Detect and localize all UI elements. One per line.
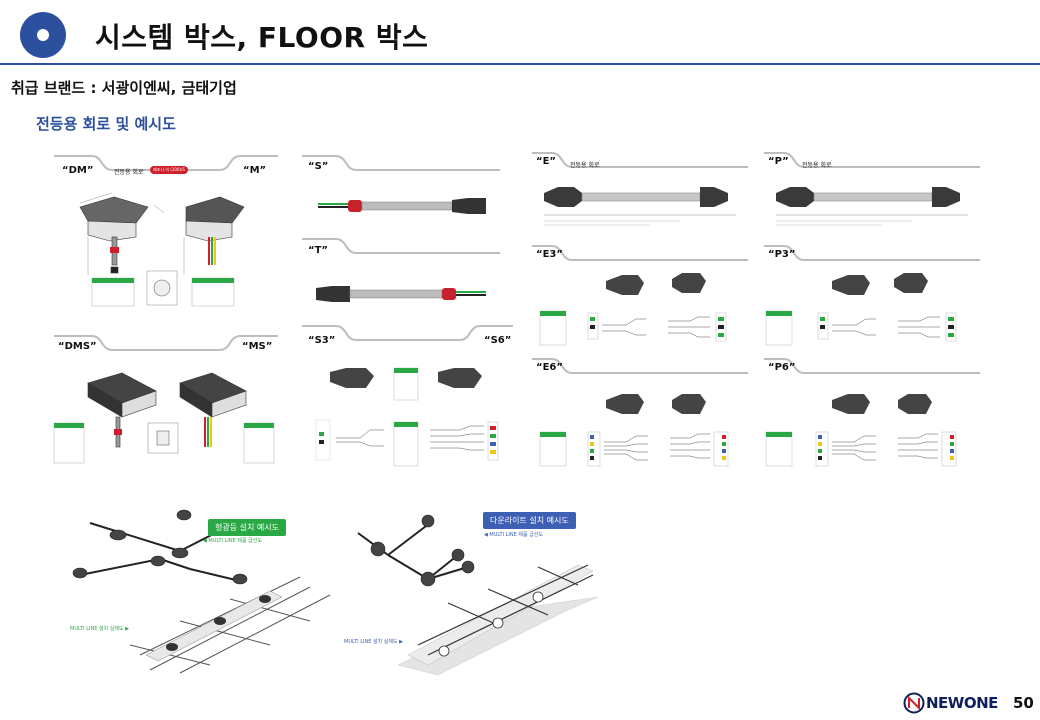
circuit-label: 전등용 회로 xyxy=(570,162,600,169)
label-p6: “P6” xyxy=(768,362,796,373)
downlight-install-drawing xyxy=(357,514,599,676)
panel-frame xyxy=(764,245,980,261)
page-number: 50 xyxy=(1013,694,1034,712)
label-p3: “P3” xyxy=(768,249,796,260)
label-e6: “E6” xyxy=(536,362,563,373)
panel-e6: “E6” xyxy=(530,358,750,470)
panel-frame xyxy=(532,245,748,261)
section-title: 전등용 회로 및 예시도 xyxy=(36,115,176,133)
label-s: “S” xyxy=(308,161,329,172)
cable-s-drawing xyxy=(318,198,486,214)
panel-e3: “E3” xyxy=(530,245,750,350)
title-bullet-icon xyxy=(20,12,66,58)
circuit-label: 전등용 회로 xyxy=(802,162,832,169)
title-divider xyxy=(0,63,1040,65)
panel-frame xyxy=(302,155,500,171)
label-m: “M” xyxy=(243,165,267,176)
circuit-label: 전등용 회로 xyxy=(114,169,144,176)
label-s6: “S6” xyxy=(484,335,512,346)
panel-frame xyxy=(764,358,980,374)
label-p: “P” xyxy=(768,156,789,167)
brand-logo-text: NEWONE xyxy=(926,694,998,712)
downlight-caption: ◀ MULTI LINE 제품 급선도 xyxy=(484,532,543,538)
p6-drawing xyxy=(765,394,957,467)
panel-frame xyxy=(532,358,748,374)
downlight-title-box: 다운라이트 설치 예시도 xyxy=(483,512,576,529)
label-t: “T” xyxy=(308,245,328,256)
panel-s3-s6: “S3” “S6” xyxy=(300,325,515,467)
panel-dms-ms: “DMS” “MS” xyxy=(52,335,280,464)
fluorescent-title-box: 형광등 설치 예시도 xyxy=(208,519,286,536)
downlight-bottom-caption: MULTI LINE 설치 실체도 ▶ xyxy=(344,639,403,645)
panel-frame xyxy=(532,152,748,168)
label-s3: “S3” xyxy=(308,335,336,346)
fluorescent-caption: ◀ MULTI LINE 제품 급선도 xyxy=(203,538,262,544)
cable-e-drawing xyxy=(544,187,736,226)
maker-pill: 제조사 의 (200)/S xyxy=(150,166,188,174)
panel-s: “S” xyxy=(300,155,505,230)
cable-p-drawing xyxy=(776,187,968,226)
panel-frame xyxy=(302,325,513,341)
panel-t: “T” xyxy=(300,238,505,313)
label-dms: “DMS” xyxy=(58,341,97,352)
brand-line: 취급 브랜드 : 서광이엔씨, 금태기업 xyxy=(11,79,237,97)
p3-drawing xyxy=(765,273,957,346)
fluorescent-install-drawing xyxy=(72,509,331,674)
cable-t-drawing xyxy=(316,286,486,302)
panel-frame xyxy=(764,152,980,168)
panel-frame xyxy=(302,238,500,254)
illustration-downlight: 다운라이트 설치 예시도 ◀ MULTI LINE 제품 급선도 MULTI L… xyxy=(338,505,603,680)
panel-p6: “P6” xyxy=(762,358,982,470)
fluorescent-bottom-caption: MULTI LINE 설치 실체도 ▶ xyxy=(70,626,129,632)
illustration-fluorescent: 형광등 설치 예시도 ◀ MULTI LINE 제품 급선도 MULTI LIN… xyxy=(60,495,331,680)
e6-drawing xyxy=(539,394,729,467)
label-dm: “DM” xyxy=(62,165,94,176)
dms-ms-drawing xyxy=(53,372,275,464)
panel-p3: “P3” xyxy=(762,245,982,350)
panel-dm-m: “DM” “M” 전등용 회로 제조사 의 (200)/S xyxy=(52,155,280,325)
panel-p: “P” 전등용 회로 xyxy=(762,152,982,232)
label-e: “E” xyxy=(536,156,556,167)
s3-s6-drawing xyxy=(315,367,499,467)
panel-frame xyxy=(54,335,278,351)
newone-logo-icon xyxy=(903,692,925,714)
page-title: 시스템 박스, FLOOR 박스 xyxy=(95,21,429,54)
panel-e: “E” 전등용 회로 xyxy=(530,152,750,232)
dm-m-drawing xyxy=(79,192,245,307)
label-e3: “E3” xyxy=(536,249,563,260)
label-ms: “MS” xyxy=(242,341,273,352)
e3-drawing xyxy=(539,273,727,346)
